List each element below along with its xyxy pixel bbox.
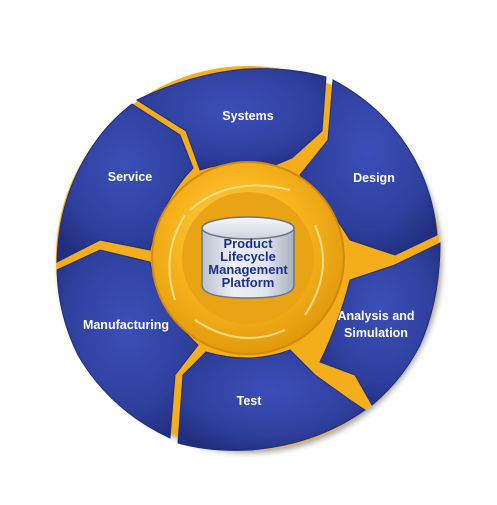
database-cylinder-icon [201,216,295,299]
hub-line-4: Platform [222,275,275,290]
label-service: Service [108,170,153,184]
label-test: Test [237,394,263,408]
ring-swirls [168,184,324,339]
label-design: Design [353,171,395,185]
hub-line-2: Lifecycle [220,249,276,264]
segments-group [56,68,441,451]
label-analysis-line2: Simulation [344,326,408,340]
label-analysis-line1: Analysis and [337,309,414,323]
hub-line-3: Management [208,262,288,277]
segment-analysis [319,242,441,406]
hub-line-1: Product [223,236,273,251]
segment-test [177,349,366,451]
label-manufacturing: Manufacturing [83,318,169,332]
label-systems: Systems [222,109,273,123]
